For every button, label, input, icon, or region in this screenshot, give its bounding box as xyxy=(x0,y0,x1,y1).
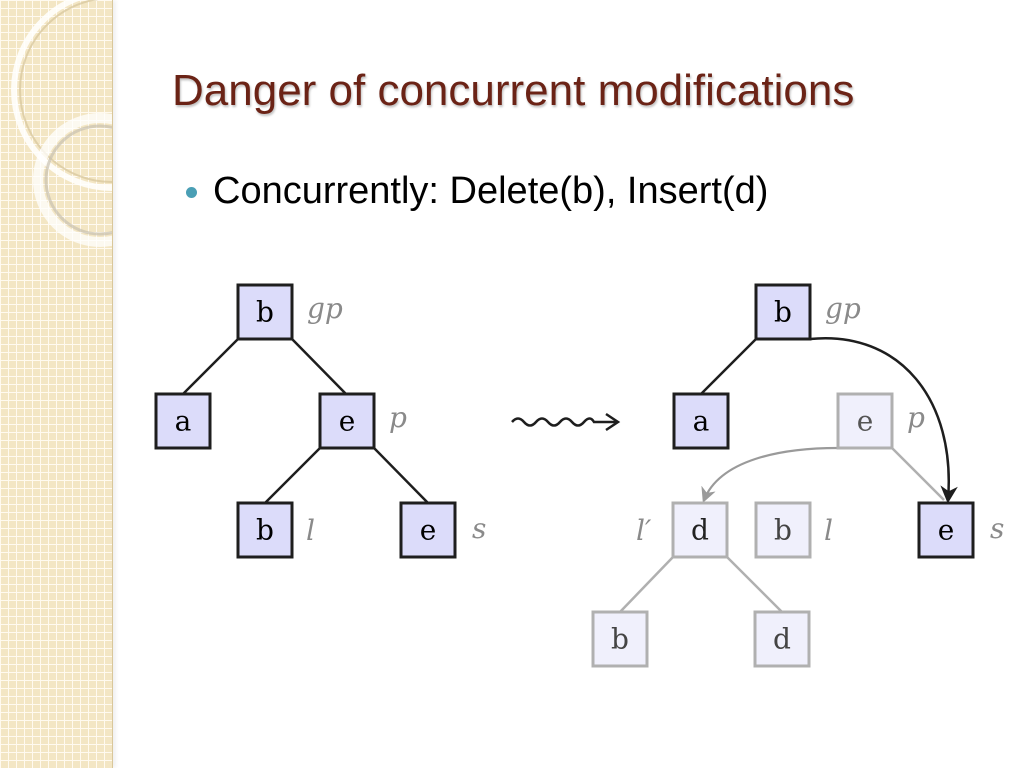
left-node-e-leaf: e xyxy=(399,501,457,559)
right-node-d-bottom: d xyxy=(753,610,811,668)
left-node-e-parent: e xyxy=(318,392,376,450)
label-p-right: p xyxy=(907,401,925,434)
label-gp: gp xyxy=(307,292,343,325)
label-l-prime: l′ xyxy=(636,514,652,547)
label-l-right: l xyxy=(824,514,833,547)
svg-text:b: b xyxy=(774,514,792,547)
svg-text:e: e xyxy=(857,405,874,438)
svg-text:e: e xyxy=(938,514,955,547)
left-node-b-leaf: b xyxy=(236,501,294,559)
bullet-text: Concurrently: Delete(b), Insert(d) xyxy=(213,170,769,212)
svg-text:a: a xyxy=(693,405,710,438)
right-node-b-bottom: b xyxy=(591,610,649,668)
svg-text:b: b xyxy=(774,296,792,329)
svg-text:d: d xyxy=(691,514,709,547)
right-node-root: b xyxy=(754,283,812,341)
svg-text:b: b xyxy=(256,296,274,329)
svg-text:e: e xyxy=(339,405,356,438)
svg-text:d: d xyxy=(773,623,791,656)
right-tree: b a e d b e b d gp p xyxy=(591,283,1004,668)
label-p: p xyxy=(389,401,407,434)
svg-text:e: e xyxy=(420,514,437,547)
right-node-e-faded: e xyxy=(836,392,894,450)
label-l: l xyxy=(306,514,315,547)
decorative-sidebar xyxy=(0,0,113,768)
left-tree: b a e b e gp p l s xyxy=(154,283,486,559)
bullet-item: Concurrently: Delete(b), Insert(d) xyxy=(186,170,768,213)
right-node-a: a xyxy=(672,392,730,450)
right-node-b-faded: b xyxy=(754,501,812,559)
label-s: s xyxy=(472,512,486,545)
left-node-a: a xyxy=(154,392,212,450)
right-node-e-leaf: e xyxy=(917,501,975,559)
slide-title: Danger of concurrent modifications xyxy=(172,66,855,115)
right-node-d-new: d xyxy=(671,501,729,559)
left-node-root: b xyxy=(236,283,294,341)
label-s-right: s xyxy=(990,512,1004,545)
squiggly-arrow-icon xyxy=(511,412,621,432)
svg-text:b: b xyxy=(256,514,274,547)
svg-text:a: a xyxy=(175,405,192,438)
svg-text:b: b xyxy=(611,623,629,656)
label-gp-right: gp xyxy=(825,292,861,325)
ring-decoration-icon xyxy=(11,0,112,247)
bullet-icon xyxy=(186,187,197,198)
